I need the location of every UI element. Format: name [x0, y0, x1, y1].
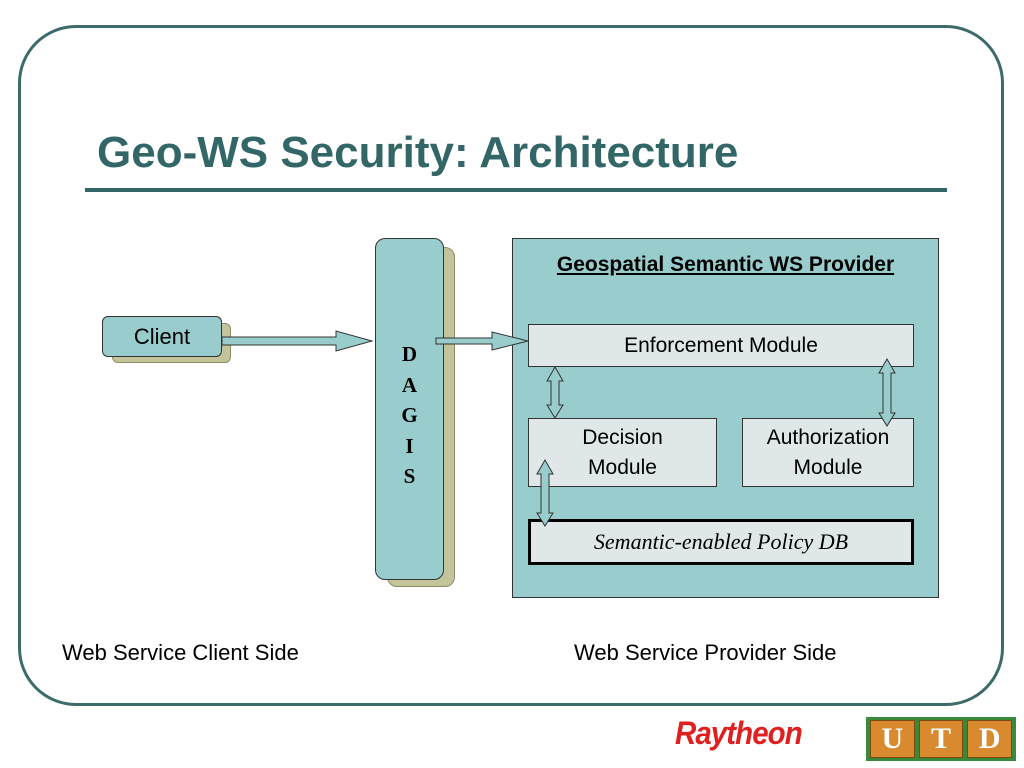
utd-letter: D	[967, 720, 1013, 758]
provider-side-label: Web Service Provider Side	[574, 640, 837, 665]
utd-letter: U	[870, 720, 915, 758]
enforcement-module-label: Enforcement Module	[624, 333, 818, 357]
arrow-enforcement-authorization	[878, 357, 896, 427]
enforcement-module: Enforcement Module	[528, 324, 914, 367]
title-underline	[85, 188, 947, 192]
raytheon-logo: Raytheon	[675, 715, 803, 751]
authorization-module-label: Authorization Module	[766, 426, 890, 479]
utd-logo: U T D	[866, 717, 1016, 761]
dagis-letter: S	[403, 464, 416, 488]
dagis-letter: A	[401, 372, 418, 397]
client-side-label: Web Service Client Side	[62, 640, 299, 665]
dagis-letter: I	[405, 433, 414, 458]
dagis-letter: D	[401, 342, 418, 366]
decision-module: Decision Module	[528, 418, 717, 487]
dagis-letter: G	[401, 403, 418, 427]
dagis-box: D A G I S	[375, 238, 444, 580]
dagis-label: D A G I S	[376, 339, 443, 492]
policy-db-label: Semantic-enabled Policy DB	[593, 529, 849, 554]
authorization-module: Authorization Module	[742, 418, 914, 487]
utd-letter: T	[918, 720, 964, 758]
provider-title: Geospatial Semantic WS Provider	[556, 253, 895, 276]
decision-module-label: Decision Module	[582, 426, 663, 479]
arrow-enforcement-decision	[546, 365, 564, 419]
slide-title: Geo-WS Security: Architecture	[97, 128, 739, 177]
arrow-decision-policy	[536, 458, 554, 527]
arrow-client-to-dagis	[221, 330, 374, 352]
policy-db: Semantic-enabled Policy DB	[528, 519, 914, 565]
slide-frame	[18, 25, 1004, 706]
client-label: Client	[133, 323, 191, 349]
arrow-dagis-to-enforcement	[435, 331, 529, 351]
